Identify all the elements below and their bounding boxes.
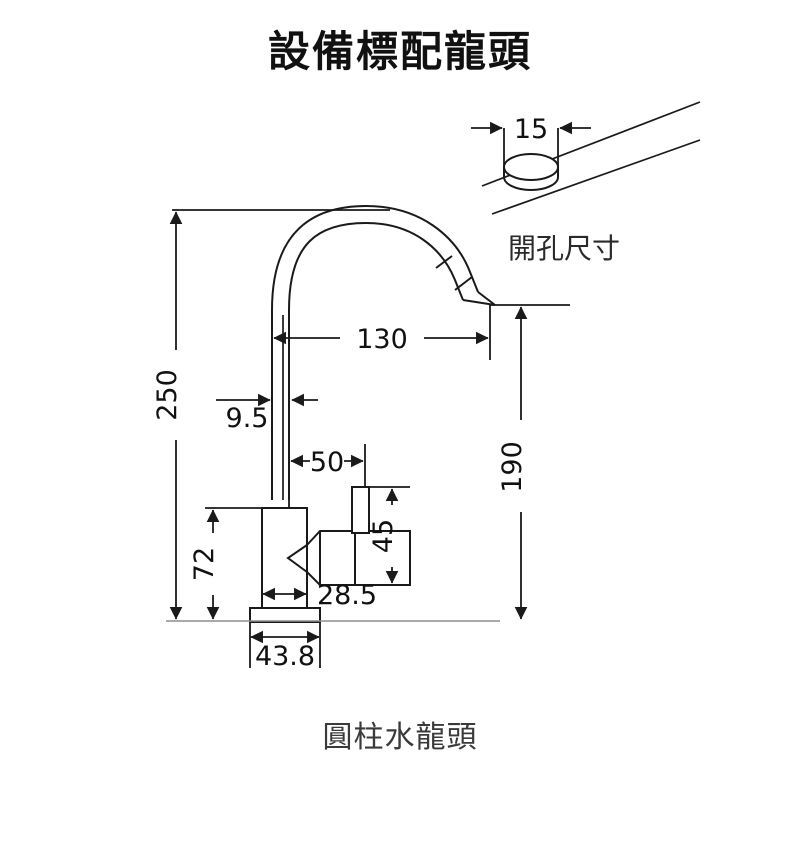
- dimension-base-diameter: 43.8: [249, 622, 321, 672]
- dim-body-height: 72: [189, 547, 220, 581]
- handle-lever-stem: [351, 486, 370, 534]
- dimension-spout-reach: 130: [271, 305, 491, 400]
- dim-base-diameter: 43.8: [255, 641, 315, 672]
- page-title: 設備標配龍頭: [267, 27, 532, 76]
- dimension-handle-offset: 50: [288, 444, 366, 508]
- hole-top-ellipse: [503, 153, 559, 181]
- dimension-spout-height: 190: [490, 304, 570, 620]
- dim-spout-height: 190: [497, 441, 528, 493]
- spout-tip-outer: [477, 291, 496, 306]
- body-chevron-notch: [286, 544, 308, 573]
- spout-band-upper: [435, 255, 453, 269]
- dimension-overall-height: 250: [152, 209, 500, 622]
- hole-detail-view: 15 開孔尺寸: [471, 101, 701, 265]
- dimension-tube-diameter: 9.5: [216, 393, 318, 434]
- spout-tip-face: [462, 299, 496, 306]
- dim-handle-offset: 50: [310, 447, 344, 478]
- drawing-caption: 圓柱水龍頭: [322, 720, 478, 755]
- dimension-body-diameter: 28.5: [262, 580, 377, 611]
- spout-band-lower: [454, 276, 473, 291]
- dim-tube-diameter: 9.5: [226, 403, 269, 434]
- dim-body-diameter: 28.5: [317, 580, 377, 611]
- faucet-body-cylinder: [261, 507, 308, 609]
- valve-transition-block: [306, 530, 356, 586]
- hole-detail-label: 開孔尺寸: [508, 232, 620, 265]
- gooseneck-inner-curve: [288, 221, 464, 311]
- dim-hole-diameter: 15: [514, 114, 548, 145]
- hole-wall: [503, 167, 559, 191]
- dimension-body-height: 72: [189, 507, 262, 620]
- gooseneck-outer-curve: [271, 204, 479, 311]
- dim-overall-height: 250: [152, 369, 183, 421]
- dimension-valve-height: 45: [368, 486, 410, 586]
- faucet-body-geometry: [249, 204, 496, 623]
- countertop-edge-lower: [491, 139, 701, 215]
- dim-valve-height: 45: [368, 519, 399, 553]
- base-escutcheon-plate: [249, 607, 321, 623]
- dim-spout-reach: 130: [356, 324, 408, 355]
